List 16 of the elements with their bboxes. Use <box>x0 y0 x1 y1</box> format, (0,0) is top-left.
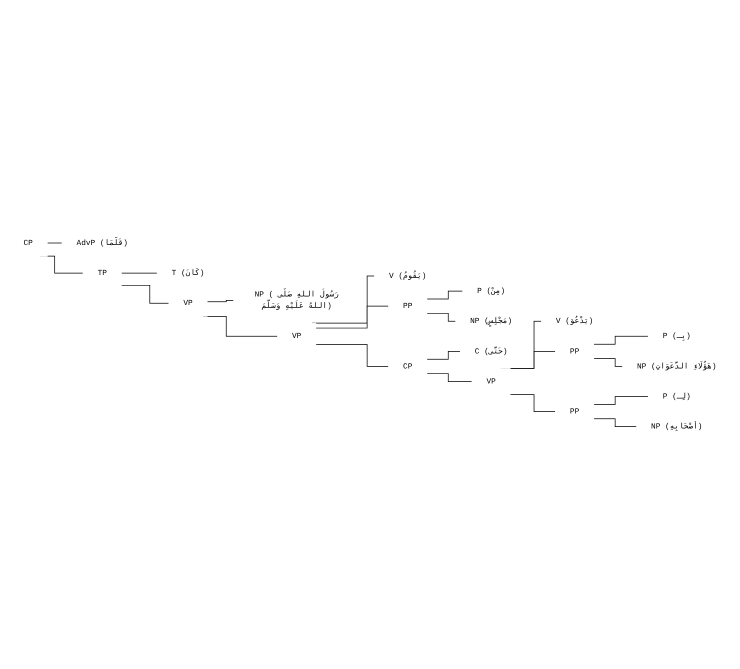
connector <box>206 300 234 302</box>
connector <box>509 350 556 368</box>
connector <box>593 358 623 366</box>
connector <box>426 290 463 300</box>
connector <box>509 394 556 412</box>
connector <box>121 272 158 274</box>
connector <box>426 372 472 382</box>
connector <box>426 350 461 360</box>
connector <box>593 418 637 427</box>
connector <box>121 284 170 304</box>
connector <box>593 336 649 344</box>
connector <box>426 312 456 322</box>
connector <box>593 396 649 404</box>
connector <box>316 305 389 328</box>
connector <box>316 344 389 366</box>
connector <box>47 242 62 244</box>
